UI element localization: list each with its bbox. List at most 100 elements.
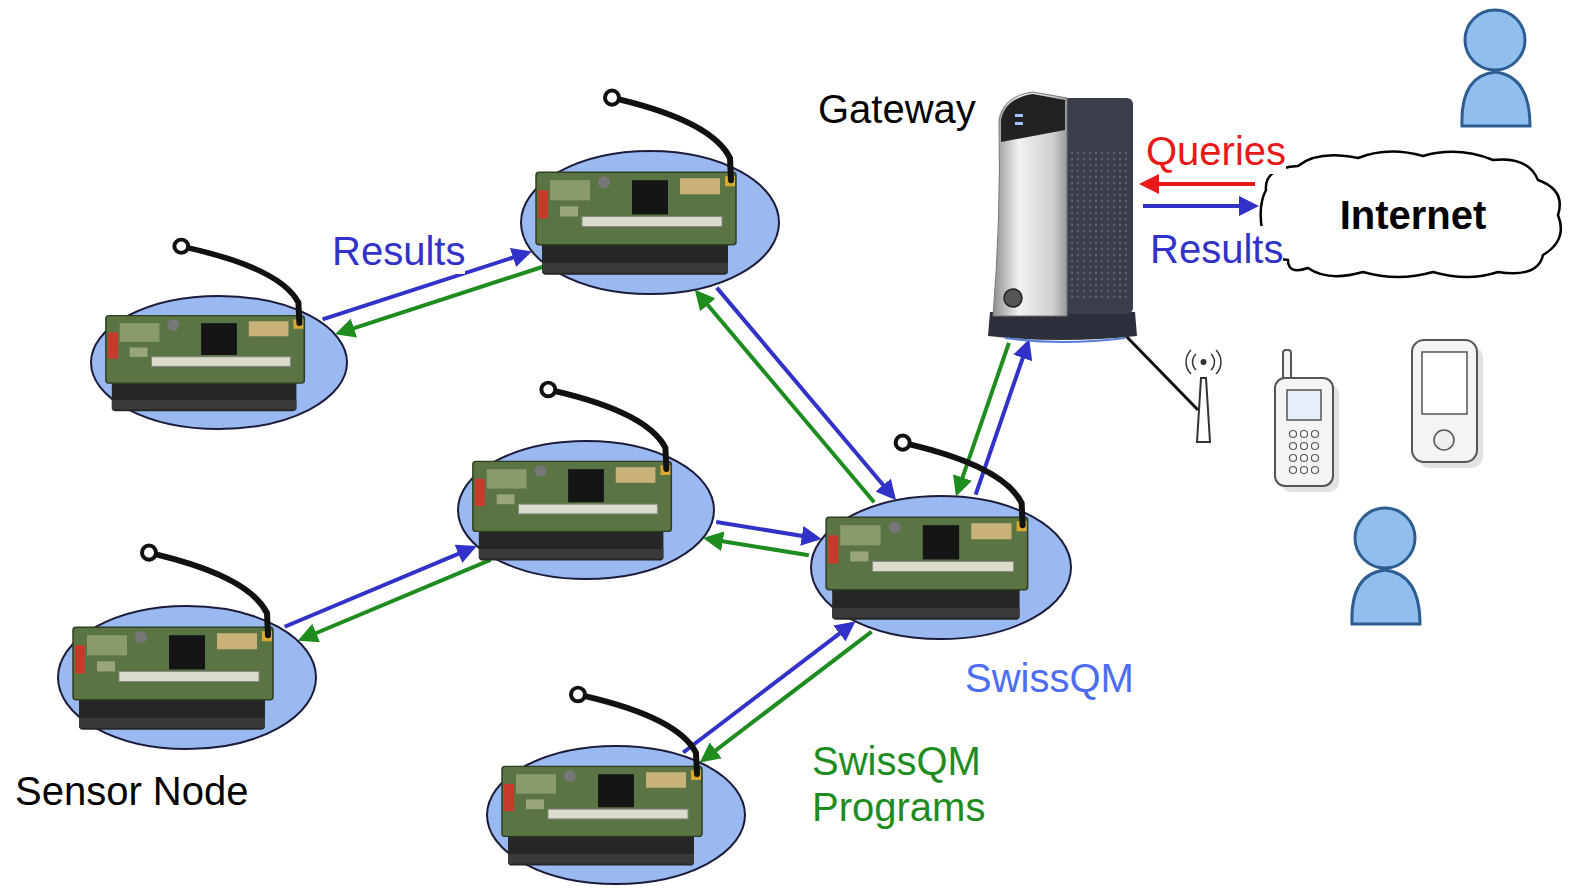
board-component (646, 772, 686, 788)
board-component (130, 348, 148, 357)
sensor-node: Sensor Node (57, 605, 317, 750)
cloud-outline (1261, 151, 1561, 277)
circuit-board (473, 461, 671, 531)
mobile-phone (1275, 378, 1333, 486)
board-component (680, 178, 720, 194)
node-shape (90, 295, 348, 430)
board-component (616, 467, 656, 483)
board-component (850, 551, 868, 561)
antenna-loop (571, 688, 585, 702)
phone-keypad (1290, 431, 1319, 474)
board-connector (872, 561, 1013, 571)
node-ellipse (521, 151, 779, 294)
board-component (217, 633, 257, 649)
edge-label: Queries (1146, 128, 1286, 174)
board-component (120, 323, 160, 342)
cloud-shape (1261, 151, 1561, 277)
sensor-board (502, 688, 702, 866)
battery-edge (479, 549, 664, 559)
arrow-connector (1143, 204, 1255, 208)
arrow-connector (716, 522, 817, 538)
board-component (497, 494, 515, 504)
internet-cloud: Internet (1258, 150, 1568, 280)
antenna-wire (157, 555, 268, 636)
edge-label-box: Results (1150, 226, 1283, 272)
board-component (97, 661, 115, 671)
node-label: Internet (1340, 192, 1487, 238)
antenna-loop (605, 91, 619, 105)
microchip (632, 180, 668, 214)
arrow-connector (683, 624, 852, 753)
pda-screen (1422, 352, 1467, 414)
circuit-board (536, 172, 736, 245)
sensor-node: SwissQM (810, 495, 1072, 640)
battery-edge (112, 400, 297, 409)
circuit-board (73, 627, 273, 700)
capacitor (108, 333, 118, 359)
sensor-board (106, 240, 304, 412)
node-ellipse (458, 441, 714, 579)
gateway-button (1004, 289, 1022, 307)
sensor-node (457, 440, 715, 580)
pda-device (1412, 340, 1477, 462)
node-shape (985, 90, 1140, 340)
arrow-connector (285, 548, 474, 627)
board-component (167, 319, 179, 330)
circuit-board (106, 316, 304, 384)
board-connector (582, 216, 722, 226)
node-ellipse (58, 606, 316, 749)
antenna-tip (1201, 359, 1207, 365)
node-ellipse (487, 746, 745, 884)
antenna-wire (556, 391, 666, 469)
antenna-loop (541, 383, 555, 397)
antenna-mast (1197, 378, 1210, 442)
sensor-board (826, 436, 1028, 620)
sensor-board (73, 546, 273, 730)
antenna-wire (586, 696, 697, 774)
arrow-connector (697, 293, 874, 503)
edge-label-box: SwissQM Programs (812, 738, 1012, 830)
board-component (889, 521, 901, 533)
capacitor (504, 784, 514, 811)
capacitor (475, 479, 485, 506)
arrow-connector (1143, 182, 1255, 186)
node-ellipse (91, 296, 347, 429)
microchip (169, 635, 205, 669)
arrow-connector (717, 288, 894, 498)
antenna-cable (1126, 336, 1198, 410)
microchip (201, 323, 237, 355)
battery-edge (832, 608, 1019, 618)
board-component (534, 465, 546, 477)
edge-label: Results (332, 228, 465, 274)
node-shape (486, 745, 746, 885)
user-head (1465, 10, 1525, 70)
arrow-connector (339, 267, 543, 333)
capacitor (828, 535, 838, 563)
antenna-loop (174, 240, 188, 253)
pda-button (1434, 430, 1454, 450)
radio-waves (1186, 350, 1221, 374)
gateway-light (1015, 114, 1023, 117)
battery-edge (508, 854, 694, 864)
edge-label: SwissQM Programs (812, 738, 1012, 830)
sensor-board (536, 91, 736, 275)
microchip (568, 469, 604, 502)
board-connector (119, 671, 259, 681)
antenna-loop (896, 436, 910, 450)
board-connector (548, 809, 688, 819)
user-body (1352, 570, 1420, 624)
sensor-node (486, 745, 746, 885)
board-component (840, 525, 880, 545)
gateway-grille (1069, 150, 1127, 300)
microchip (598, 774, 634, 807)
circuit-board (826, 517, 1028, 590)
node-label: SwissQM (965, 655, 1134, 701)
phone-screen (1287, 390, 1321, 420)
node-shape (810, 495, 1072, 640)
edge-label: Results (1150, 226, 1283, 272)
gateway-glow (1005, 338, 1125, 342)
board-component (487, 469, 527, 488)
board-component (971, 523, 1011, 539)
arrow-connector (301, 560, 490, 639)
